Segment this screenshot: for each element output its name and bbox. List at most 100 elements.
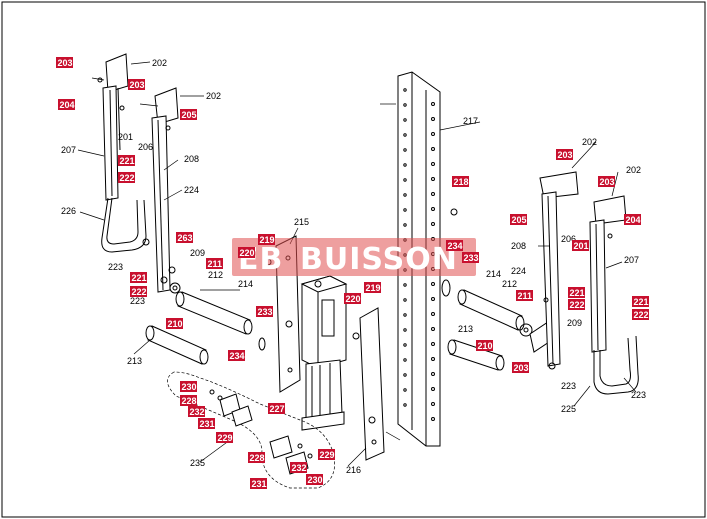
red-label-box — [166, 318, 183, 329]
part-label: 215 — [294, 217, 309, 227]
red-label-text: 203 — [514, 363, 529, 373]
part-label: 223 — [561, 381, 576, 391]
upright-hole — [403, 88, 407, 92]
part-label: 226 — [61, 206, 76, 216]
red-label-text: 230 — [182, 382, 197, 392]
upright-hole — [403, 313, 407, 317]
upright-hole — [403, 343, 407, 347]
upright-hole — [431, 117, 435, 121]
red-label-text: 221 — [132, 273, 147, 283]
red-part-label: 222 — [118, 172, 135, 183]
upright-hole — [403, 328, 407, 332]
part-label: 206 — [561, 234, 576, 244]
red-part-label: 203 — [512, 362, 529, 373]
upright-hole — [403, 388, 407, 392]
red-label-text: 263 — [178, 233, 193, 243]
red-label-text: 222 — [634, 310, 649, 320]
red-label-box — [118, 155, 135, 166]
upright-hole — [403, 178, 407, 182]
red-label-box — [180, 381, 197, 392]
red-label-box — [516, 290, 533, 301]
red-part-label: 230 — [180, 381, 197, 392]
red-part-label: 203 — [556, 149, 573, 160]
red-label-box — [556, 149, 573, 160]
red-part-label: 219 — [258, 234, 275, 245]
red-label-box — [512, 362, 529, 373]
upright-hole — [403, 223, 407, 227]
red-part-label: 201 — [572, 240, 589, 251]
red-label-text: 228 — [182, 396, 197, 406]
upright-hole — [431, 312, 435, 316]
red-label-text: 234 — [230, 351, 245, 361]
upright-hole — [403, 193, 407, 197]
red-label-text: 221 — [570, 288, 585, 298]
red-part-label: 221 — [632, 296, 649, 307]
red-label-text: 205 — [512, 215, 527, 225]
red-label-box — [510, 214, 527, 225]
red-part-label: 229 — [318, 449, 335, 460]
part-label: 223 — [130, 296, 145, 306]
red-part-label: 204 — [58, 99, 75, 110]
red-part-label: 221 — [568, 287, 585, 298]
upright-hole — [431, 147, 435, 151]
upright-hole — [431, 402, 435, 406]
washer-233-left — [258, 337, 266, 351]
red-label-box — [130, 272, 147, 283]
part-label: 213 — [458, 324, 473, 334]
red-label-text: 222 — [120, 173, 135, 183]
red-part-label: 203 — [128, 79, 145, 90]
part-label: 224 — [184, 185, 199, 195]
upright-hole — [403, 148, 407, 152]
red-label-box — [180, 109, 197, 120]
actuator-block — [300, 275, 348, 431]
watermark: EB BUISSON — [232, 238, 476, 277]
part-label: 223 — [108, 262, 123, 272]
upright-hole — [431, 207, 435, 211]
part-label: 224 — [511, 266, 526, 276]
upright-hole — [403, 118, 407, 122]
red-label-text: 211 — [208, 259, 223, 269]
part-label: 202 — [152, 58, 167, 68]
red-labels: 2032042212222032052632212222112102332342… — [56, 57, 649, 489]
red-label-box — [306, 474, 323, 485]
plain-labels: 202 202 201 207 206 208 224 226 223 209 … — [61, 58, 646, 475]
red-part-label: 228 — [248, 452, 265, 463]
upright-hole — [431, 162, 435, 166]
left-bracket-208 — [139, 87, 181, 294]
red-part-label: 220 — [238, 247, 255, 258]
upright-hole — [431, 192, 435, 196]
red-label-box — [452, 176, 469, 187]
upright-hole — [403, 163, 407, 167]
red-part-label: 263 — [176, 232, 193, 243]
red-part-label: 234 — [446, 240, 463, 251]
red-part-label: 220 — [344, 293, 361, 304]
red-part-label: 204 — [624, 214, 641, 225]
red-part-label: 232 — [188, 406, 205, 417]
red-label-text: 231 — [200, 419, 215, 429]
red-part-label: 203 — [598, 176, 615, 187]
part-label: 213 — [127, 356, 142, 366]
washer-212-right — [523, 327, 529, 333]
red-part-label: 210 — [166, 318, 183, 329]
red-part-label: 221 — [118, 155, 135, 166]
red-part-label: 232 — [290, 462, 307, 473]
red-label-box — [58, 99, 75, 110]
red-label-box — [632, 296, 649, 307]
red-label-box — [632, 309, 649, 320]
red-label-text: 233 — [258, 307, 273, 317]
red-part-label: 211 — [206, 258, 223, 269]
red-label-box — [216, 432, 233, 443]
red-label-box — [228, 350, 245, 361]
red-label-box — [238, 247, 255, 258]
red-label-text: 203 — [558, 150, 573, 160]
red-label-box — [176, 232, 193, 243]
part-label: 202 — [626, 165, 641, 175]
red-label-text: 230 — [308, 475, 323, 485]
red-label-text: 227 — [270, 404, 285, 414]
red-label-text: 204 — [626, 215, 641, 225]
red-label-box — [364, 282, 381, 293]
plate-216 — [359, 307, 401, 461]
upright-hole — [403, 373, 407, 377]
red-label-text: 222 — [132, 287, 147, 297]
red-part-label: 222 — [632, 309, 649, 320]
